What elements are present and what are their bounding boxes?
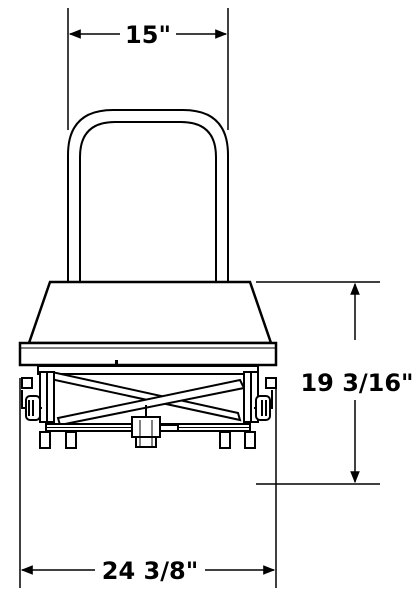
top-width-label: 15" xyxy=(125,21,171,49)
bottom-width-label: 24 3/8" xyxy=(102,557,198,585)
height-dimension: 19 3/16" xyxy=(256,281,414,485)
top-width-dimension: 15" xyxy=(67,8,229,130)
platform-front-edge xyxy=(18,341,278,367)
platform xyxy=(18,280,278,367)
casters xyxy=(21,377,277,449)
right-caster xyxy=(254,390,273,421)
platform-top-surface xyxy=(27,280,273,345)
base-leg-4 xyxy=(244,431,256,449)
left-caster xyxy=(21,390,42,421)
base-leg-1 xyxy=(39,431,51,449)
base-leg-2 xyxy=(65,431,77,449)
base-leg-3 xyxy=(219,431,231,449)
height-label: 19 3/16" xyxy=(300,369,413,397)
bottom-width-dimension: 24 3/8" xyxy=(19,378,277,588)
push-handle xyxy=(67,109,229,282)
